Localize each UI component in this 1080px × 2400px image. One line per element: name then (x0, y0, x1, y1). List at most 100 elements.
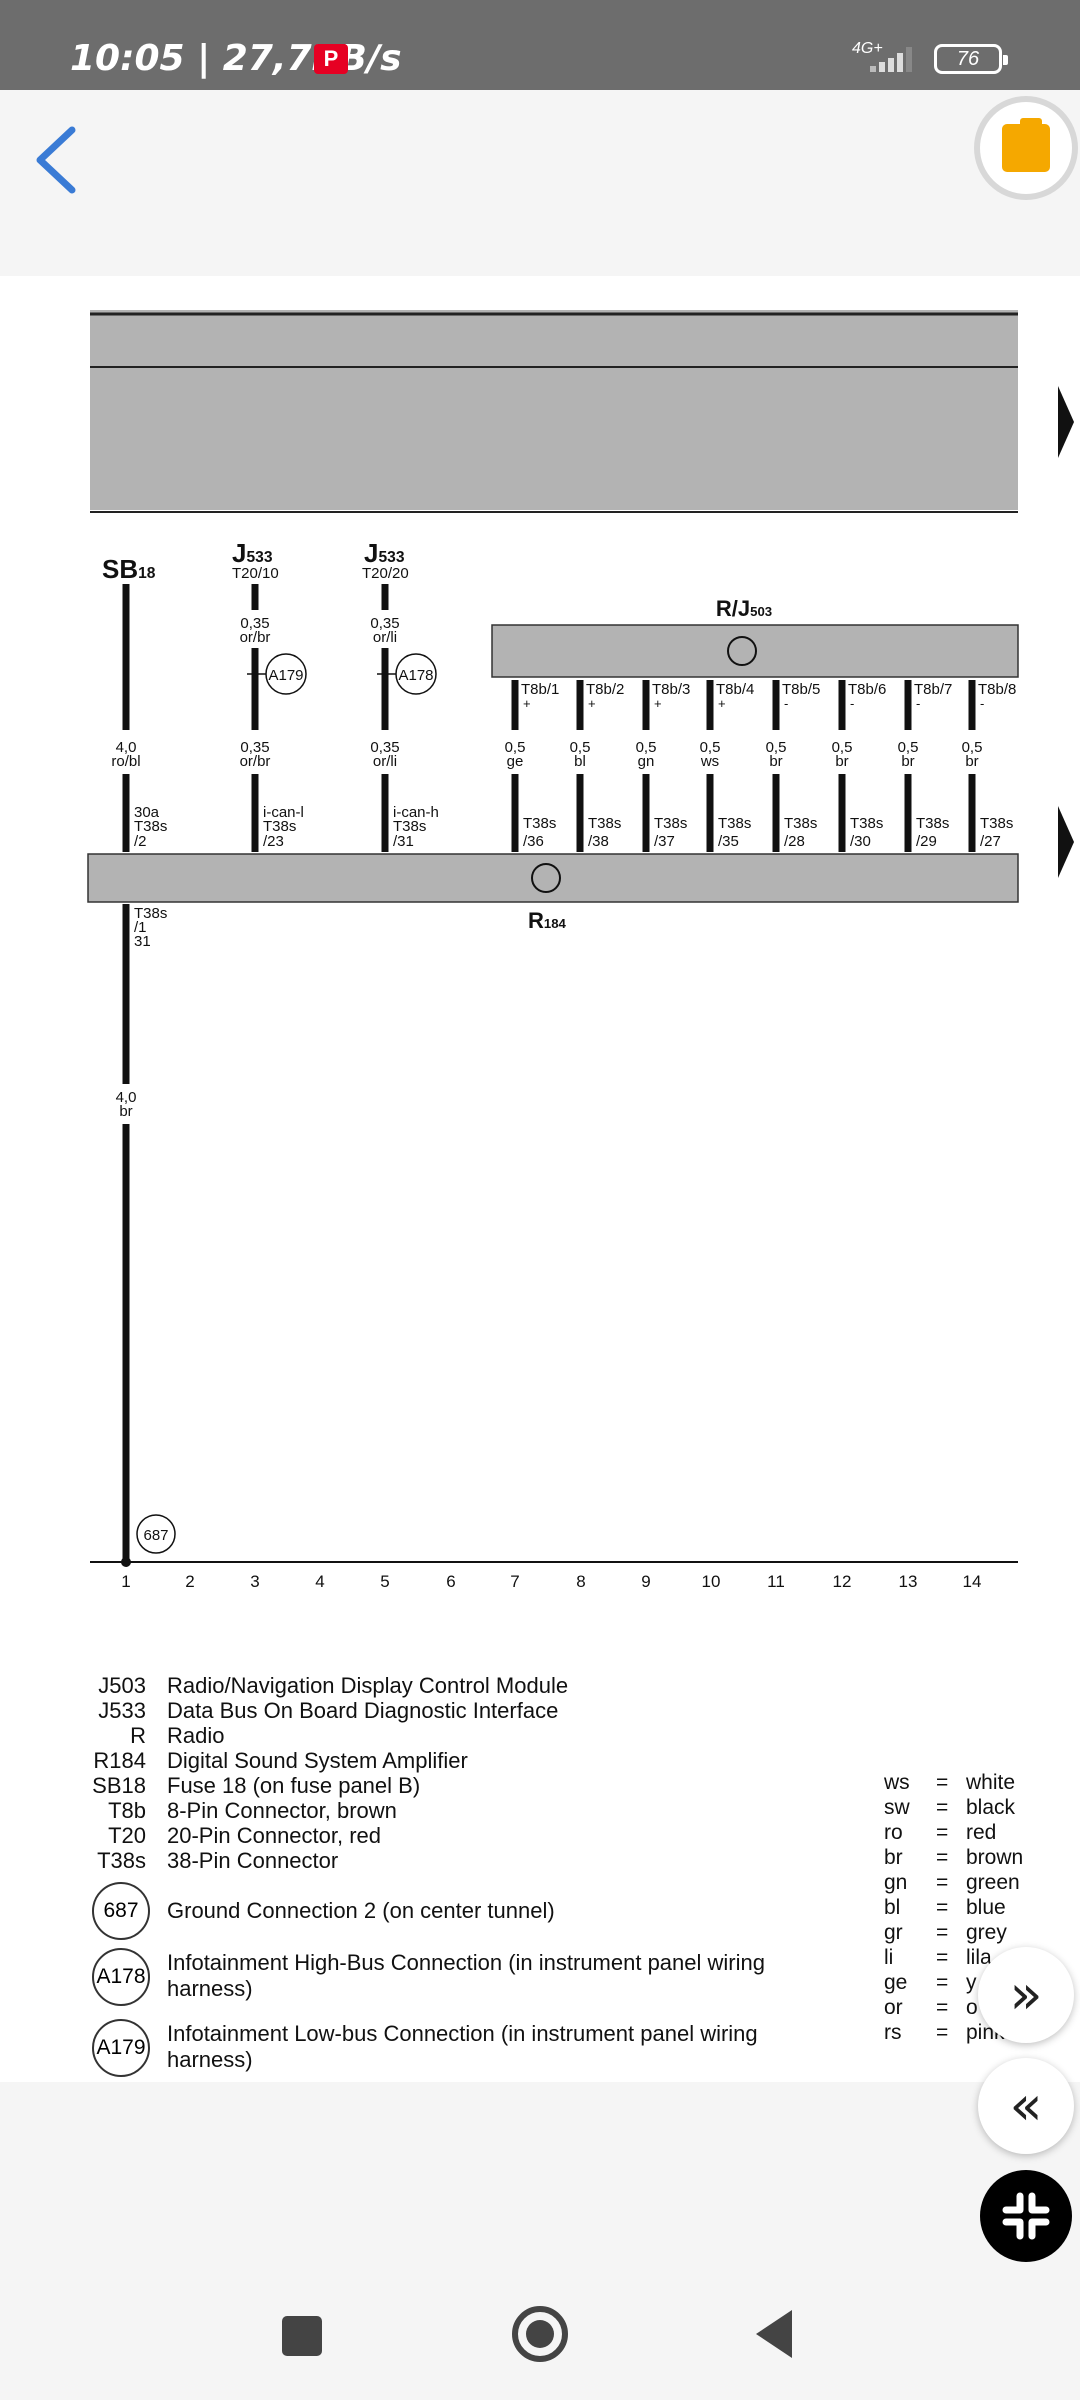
connector-pin-label: /27 (980, 833, 1001, 850)
track-number: 2 (185, 1572, 194, 1591)
legend-description: Data Bus On Board Diagnostic Interface (167, 1698, 559, 1723)
color-name: black (966, 1796, 1016, 1819)
color-equals: = (936, 1921, 949, 1944)
file-button[interactable] (980, 102, 1072, 194)
wire-size-label: 0,5 (898, 739, 919, 756)
connector-pin-label: /23 (263, 833, 284, 850)
previous-page-button[interactable]: « (978, 2058, 1074, 2154)
pin-label: T20/10 (232, 565, 279, 582)
legend-connection-symbol: A179 (92, 2019, 150, 2077)
connector-pin-label: /38 (588, 833, 609, 850)
legend-description: Radio/Navigation Display Control Module (167, 1673, 569, 1698)
legend-code: R184 (93, 1748, 146, 1773)
legend-description: Infotainment Low-bus Connection (in inst… (167, 2021, 758, 2072)
wire-size-label: 0,5 (962, 739, 983, 756)
home-button[interactable] (512, 2306, 568, 2362)
wire-color-label: gn (638, 753, 655, 770)
wire-size-label: 4,0 (116, 739, 137, 756)
connector-pin-label: T8b/7 (914, 681, 952, 698)
legend-description: Fuse 18 (on fuse panel B) (167, 1773, 421, 1798)
legend-code: T38s (97, 1848, 146, 1873)
track-number: 7 (510, 1572, 519, 1591)
track-number: 6 (446, 1572, 455, 1591)
app-bar (0, 90, 1080, 276)
chevron-left-icon[interactable] (22, 108, 92, 198)
color-equals: = (936, 1946, 949, 1969)
ground-point (136, 1514, 176, 1554)
status-bar: 10:05 | 27,7KB/s P 4G+ 76 (0, 0, 1080, 90)
connector-sign-label: - (916, 696, 920, 711)
wire-color-label: ge (507, 753, 524, 770)
legend-code: J503 (98, 1673, 146, 1698)
wire-size-label: 0,5 (700, 739, 721, 756)
connector-pin-label: T8b/5 (782, 681, 820, 698)
track-number: 9 (641, 1572, 650, 1591)
wire-size-label: 4,0 (116, 1089, 137, 1106)
legend-connection-symbol: A178 (92, 1948, 150, 2006)
navigation-bar (0, 2270, 1080, 2400)
wiring-diagram: SB18J533T20/10J533T20/20R/J5030,35or/brA… (87, 310, 1074, 1591)
color-equals: = (936, 1871, 949, 1894)
legend-code: R (130, 1723, 146, 1748)
connector-signal-label: i-can-h (393, 804, 439, 821)
wire-color-label: ws (700, 753, 719, 770)
component-label: SB18 (102, 554, 156, 584)
connector-name-label: T38s (134, 905, 167, 922)
color-name: red (966, 1821, 997, 1844)
scroll-right-indicator (1058, 806, 1074, 878)
track-number: 5 (380, 1572, 389, 1591)
back-button[interactable] (756, 2310, 792, 2358)
double-chevron-right-icon: » (1009, 1963, 1043, 2026)
legend-code: J533 (98, 1698, 146, 1723)
wire-color-label: or/li (373, 629, 397, 646)
color-abbr: gr (884, 1921, 903, 1944)
component-block-r184 (87, 853, 1019, 903)
color-abbr: ro (884, 1821, 903, 1844)
track-number: 8 (576, 1572, 585, 1591)
legend-description: 8-Pin Connector, brown (167, 1798, 397, 1823)
connector-pin-label: /29 (916, 833, 937, 850)
color-name: white (966, 1771, 1016, 1794)
wire-color-label: ro/bl (111, 753, 140, 770)
color-equals: = (936, 2021, 949, 2044)
connector-sign-label: + (588, 696, 596, 711)
connector-pin-label: T8b/6 (848, 681, 886, 698)
wire-size-label: 0,5 (766, 739, 787, 756)
connector-name-label: T38s (393, 818, 426, 835)
pinterest-icon: P (314, 44, 348, 74)
connector-name-label: T38s (263, 818, 296, 835)
legend-description: Ground Connection 2 (on center tunnel) (167, 1898, 555, 1923)
legend-description: 38-Pin Connector (167, 1848, 339, 1873)
track-number: 3 (250, 1572, 259, 1591)
legend-description: 20-Pin Connector, red (167, 1823, 382, 1848)
connector-pin-label: T8b/1 (521, 681, 559, 698)
color-abbr: bl (884, 1896, 901, 1919)
folder-icon (1002, 118, 1050, 172)
wire-color-label: or/li (373, 753, 397, 770)
track-number: 10 (702, 1572, 721, 1591)
wire-size-label: 0,5 (832, 739, 853, 756)
connector-pin-label: /37 (654, 833, 675, 850)
connection-point-label: A179 (268, 667, 303, 684)
color-name: blue (966, 1896, 1006, 1919)
recent-apps-button[interactable] (282, 2316, 322, 2356)
pin-label: T20/20 (362, 565, 409, 582)
connector-signal-label: i-can-l (263, 804, 304, 821)
color-name: lila (966, 1946, 992, 1969)
wire-size-label: 0,5 (636, 739, 657, 756)
track-number: 11 (767, 1572, 785, 1591)
color-name: y (966, 1971, 977, 1994)
connector-pin-label: /1 (134, 919, 147, 936)
wire-size-label: 0,5 (505, 739, 526, 756)
next-page-button[interactable]: » (978, 1947, 1074, 2043)
collapse-button[interactable] (980, 2170, 1072, 2262)
connector-pin-label: /30 (850, 833, 871, 850)
connector-name-label: T38s (916, 815, 949, 832)
wire-color-label: br (835, 753, 848, 770)
connector-pin-label: /31 (393, 833, 414, 850)
component-label: J533 (232, 538, 273, 568)
connection-point-label: A178 (398, 667, 433, 684)
wire-color-label: or/br (240, 629, 271, 646)
track-number: 4 (315, 1572, 324, 1591)
